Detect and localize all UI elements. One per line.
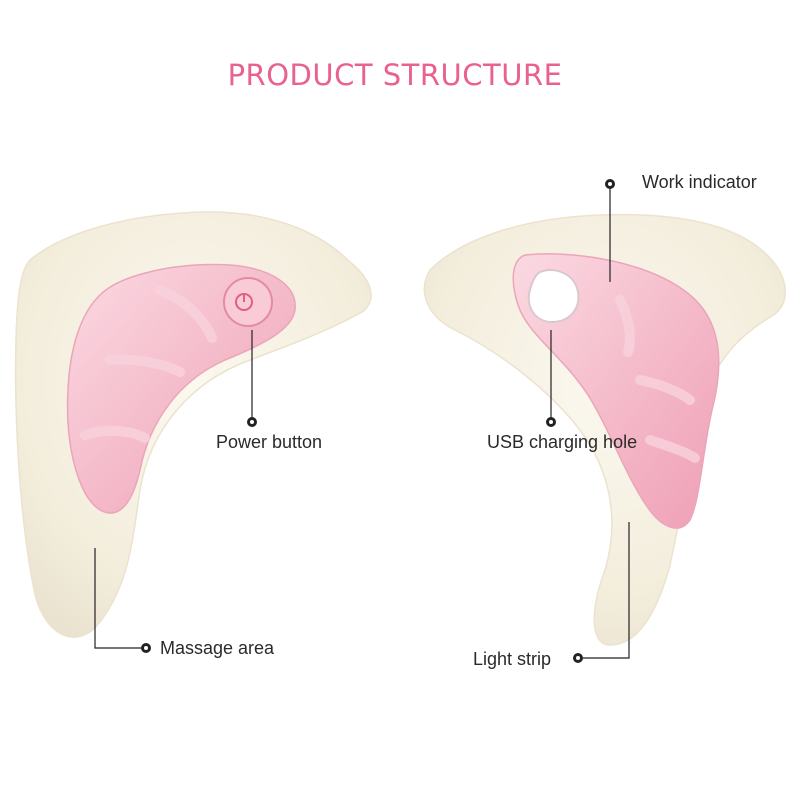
light-strip-label: Light strip	[473, 649, 552, 669]
usb-port-icon	[527, 269, 580, 324]
power-button-icon	[223, 277, 273, 327]
massage-area-label: Massage area	[160, 638, 275, 658]
left-device	[14, 211, 372, 638]
left-pink-pad	[66, 263, 296, 514]
right-pink-pad	[512, 253, 720, 529]
page-title: PRODUCT STRUCTURE	[227, 58, 563, 92]
usb-charging-hole-label: USB charging hole	[487, 432, 638, 452]
power-button-label: Power button	[216, 432, 323, 452]
callout-lines	[94, 186, 630, 659]
callout-dots	[141, 179, 615, 663]
work-indicator-label: Work indicator	[642, 172, 757, 192]
right-device	[423, 213, 786, 646]
